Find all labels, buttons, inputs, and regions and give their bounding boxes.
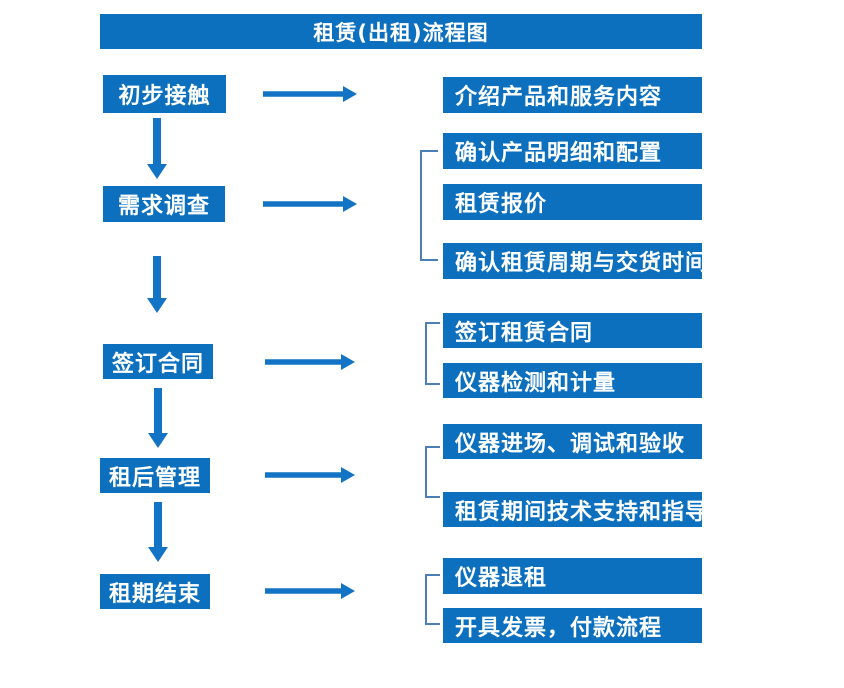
detail-box-instrument-return: 仪器退租	[443, 558, 702, 594]
detail-box-invoice-payment-process: 开具发票，付款流程	[443, 608, 702, 643]
detail-box-introduce-products-services: 介绍产品和服务内容	[443, 77, 702, 113]
detail-box-technical-support-during-rental: 租赁期间技术支持和指导	[443, 492, 707, 527]
step-box-sign-contract: 签订合同	[103, 344, 213, 379]
arrow-step2-to-step3	[147, 256, 167, 313]
detail-box-instrument-delivery-debug-acceptance: 仪器进场、调试和验收	[443, 424, 702, 459]
detail-box-sign-rental-contract: 签订租赁合同	[443, 313, 702, 348]
bracket-post-lease-management-details	[425, 446, 440, 498]
bracket-demand-survey-details	[420, 150, 438, 261]
step-box-demand-survey: 需求调查	[103, 186, 225, 222]
arrow-post-lease-management-to-details	[265, 467, 355, 483]
arrow-step1-to-step2	[147, 118, 167, 179]
detail-box-instrument-inspection-calibration: 仪器检测和计量	[443, 363, 702, 398]
detail-box-rental-quotation: 租赁报价	[443, 184, 702, 220]
arrow-initial-contact-to-details	[263, 86, 357, 102]
arrow-sign-contract-to-details	[265, 354, 355, 370]
step-box-lease-end: 租期结束	[100, 574, 210, 609]
detail-box-confirm-rental-period-delivery: 确认租赁周期与交货时间	[443, 243, 707, 279]
step-box-initial-contact: 初步接触	[103, 75, 226, 113]
bracket-lease-end-details	[425, 574, 440, 625]
arrow-demand-survey-to-details	[263, 196, 357, 212]
detail-box-confirm-product-spec-config: 确认产品明细和配置	[443, 133, 702, 169]
bracket-sign-contract-details	[425, 322, 440, 385]
arrow-lease-end-to-details	[265, 583, 355, 599]
arrow-step3-to-step4	[148, 388, 168, 448]
arrow-step4-to-step5	[148, 502, 168, 562]
flowchart-title: 租赁(出租)流程图	[100, 14, 702, 49]
step-box-post-lease-management: 租后管理	[100, 458, 210, 493]
